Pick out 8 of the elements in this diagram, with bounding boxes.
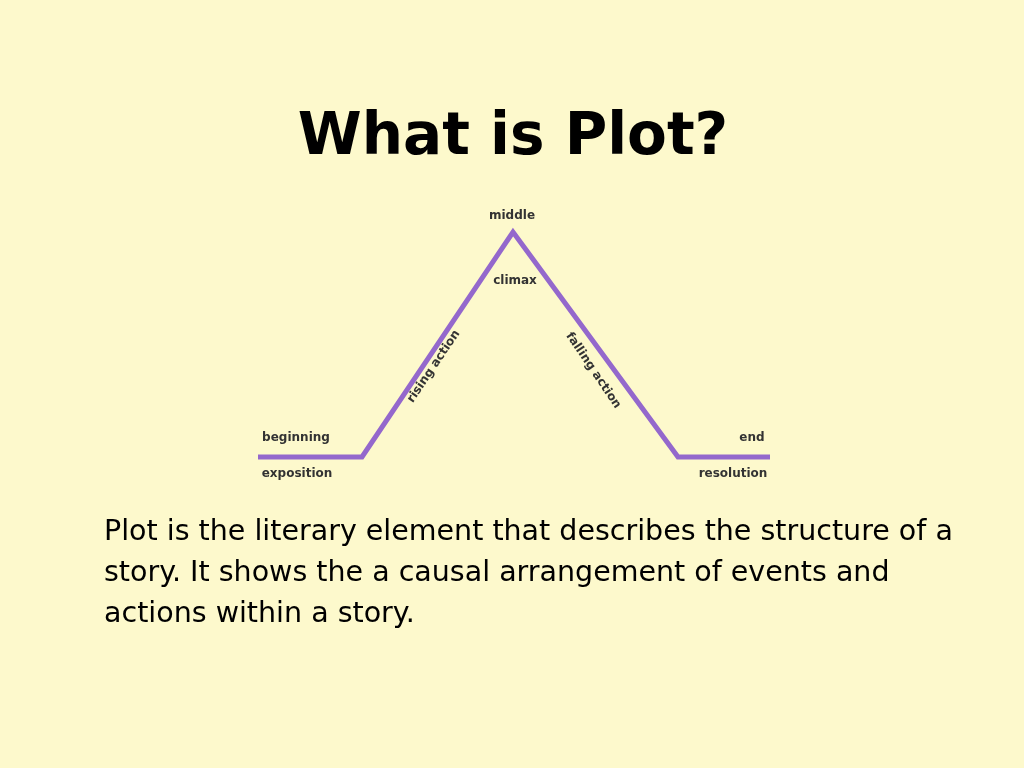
plot-label: climax (493, 273, 537, 287)
title: What is Plot? (296, 99, 730, 170)
plot-label: exposition (261, 466, 333, 480)
plot-label: resolution (698, 466, 768, 480)
plot-label: middle (488, 208, 536, 222)
description-paragraph: Plot is the literary element that describes the structure of a story. It shows the a causal arrangement of events and actions within a story. (104, 513, 954, 631)
plot-label: beginning (262, 430, 330, 444)
plot-label: end (739, 430, 765, 444)
